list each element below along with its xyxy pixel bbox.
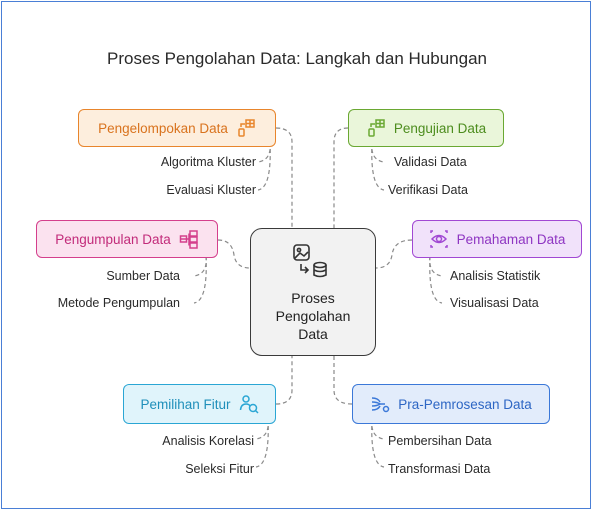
connector-pengumpulan: [217, 239, 251, 269]
sub-item: Evaluasi Kluster: [166, 183, 256, 197]
sub-item: Verifikasi Data: [388, 183, 468, 197]
node-pengumpulan-data: Pengumpulan Data: [36, 220, 218, 258]
connector-pemahaman: [375, 239, 413, 269]
node-label: Pemilihan Fitur: [140, 396, 231, 412]
node-label: Pengujian Data: [393, 120, 487, 136]
test-table-icon: [366, 118, 386, 138]
sub-item: Validasi Data: [394, 155, 467, 169]
center-label-line: Pengolahan: [275, 308, 351, 324]
sub-item: Seleksi Fitur: [185, 462, 254, 476]
node-label: Pra-Pemrosesan Data: [398, 396, 532, 412]
connector-pemilihan: [275, 356, 293, 405]
node-pemilihan-fitur: Pemilihan Fitur: [123, 384, 276, 424]
center-label: Proses Pengolahan Data: [251, 289, 375, 343]
image-database-icon: [292, 243, 336, 279]
feature-selection-icon: [239, 394, 259, 414]
node-pengujian-data: Pengujian Data: [348, 109, 504, 147]
connector-prapemrosesan: [333, 356, 353, 405]
node-pra-pemrosesan-data: Pra-Pemrosesan Data: [352, 384, 550, 424]
node-pemahaman-data: Pemahaman Data: [412, 220, 582, 258]
sub-item: Sumber Data: [106, 269, 180, 283]
node-pengelompokan-data: Pengelompokan Data: [78, 109, 276, 147]
center-label-line: Data: [298, 326, 328, 342]
sub-item: Algoritma Kluster: [160, 155, 256, 169]
connector-pengelompokan: [275, 127, 293, 228]
sub-item: Transformasi Data: [388, 462, 491, 476]
understanding-data-icon: [429, 229, 449, 249]
collect-data-icon: [179, 229, 199, 249]
center-node-proses-pengolahan-data: Proses Pengolahan Data: [250, 228, 376, 356]
preprocessing-icon: [370, 394, 390, 414]
sub-item: Analisis Korelasi: [162, 434, 254, 448]
sub-item: Analisis Statistik: [450, 269, 541, 283]
connector-pengujian: [333, 127, 349, 228]
node-label: Pengumpulan Data: [55, 231, 171, 247]
node-label: Pengelompokan Data: [98, 120, 228, 136]
cluster-table-icon: [236, 118, 256, 138]
sub-item: Pembersihan Data: [388, 434, 492, 448]
center-label-line: Proses: [291, 290, 335, 306]
node-label: Pemahaman Data: [456, 231, 566, 247]
diagram-title: Proses Pengolahan Data: Langkah dan Hubu…: [107, 49, 487, 68]
sub-item: Visualisasi Data: [450, 296, 539, 310]
sub-item: Metode Pengumpulan: [57, 296, 180, 310]
